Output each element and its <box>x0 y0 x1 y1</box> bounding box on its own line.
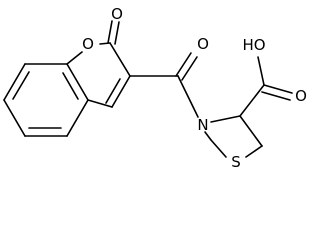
ring-sulfur-label: S <box>231 153 241 171</box>
bond <box>114 21 120 45</box>
bond <box>181 56 198 81</box>
bond <box>245 145 263 158</box>
bond <box>107 20 113 44</box>
bond <box>239 115 263 147</box>
bond <box>177 75 199 118</box>
amide-carbonyl-oxygen-label: O <box>197 35 209 53</box>
atom-labels: O O O N S HO O <box>82 5 307 171</box>
lactone-carbonyl-oxygen-label: O <box>111 5 123 23</box>
bond <box>239 84 265 117</box>
ring-oxygen-label: O <box>82 35 94 53</box>
bond <box>204 131 212 141</box>
bond <box>3 63 26 101</box>
bond <box>66 51 83 65</box>
bond <box>3 99 26 137</box>
carboxylic-acid-carbonyl-oxygen-label: O <box>295 87 307 105</box>
bond <box>66 99 89 137</box>
bond <box>175 52 192 77</box>
bond <box>109 42 131 77</box>
bond <box>210 115 241 123</box>
bond <box>257 56 265 86</box>
bond <box>62 72 79 100</box>
bond <box>12 71 30 100</box>
bond <box>210 139 227 158</box>
bond <box>87 99 113 108</box>
bond <box>66 63 89 101</box>
bond <box>105 78 121 104</box>
ring-nitrogen-label: N <box>197 116 208 134</box>
carboxylic-acid-hydroxyl-label: HO <box>242 36 265 54</box>
bond <box>263 84 293 94</box>
chemical-structure: O O O N S HO O <box>3 5 307 171</box>
bond <box>261 91 291 101</box>
bonds <box>3 20 293 158</box>
bond <box>111 75 131 108</box>
